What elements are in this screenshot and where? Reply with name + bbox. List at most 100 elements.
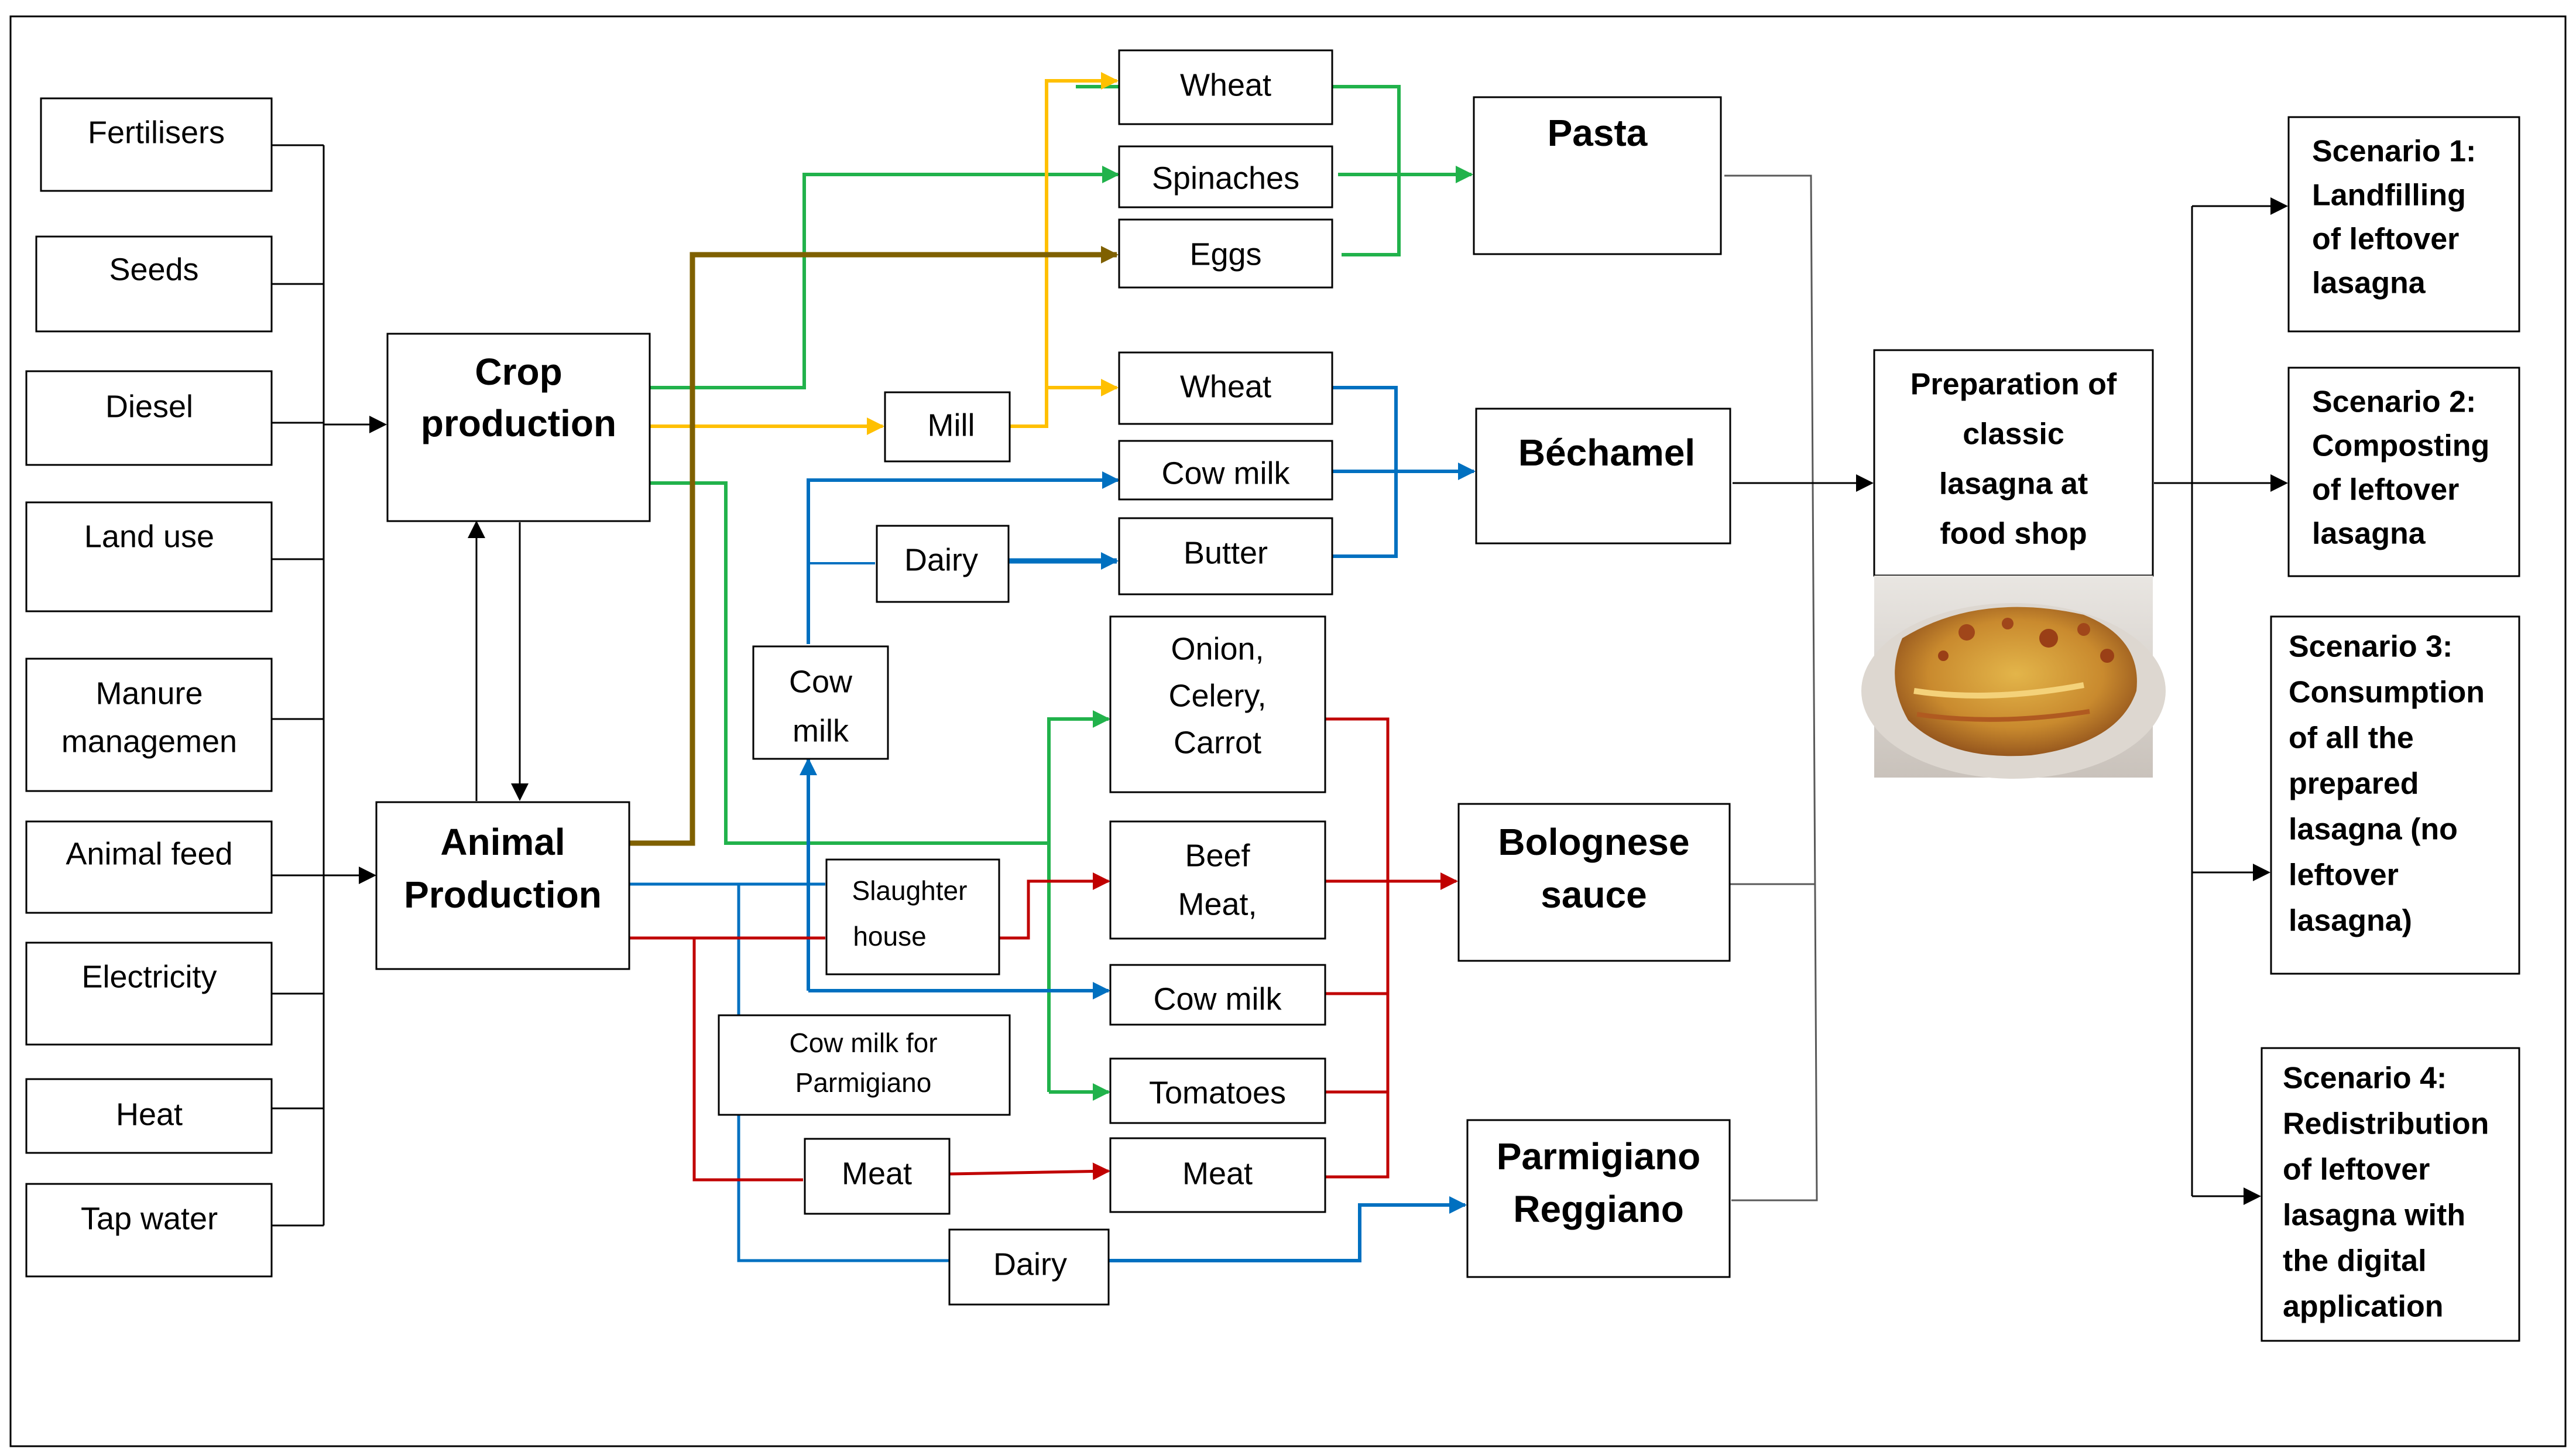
label-pasta: Pasta [1548,112,1648,154]
label-parmigiano-1: Parmigiano [1497,1135,1701,1177]
label-animal-2: Production [404,874,602,916]
label-cow-milk-sauce: Cow milk [1153,981,1282,1016]
box-scenario-2: Scenario 2: Composting of leftover lasag… [2287,367,2520,577]
label-prep-2: classic [1963,417,2064,451]
label-tomatoes: Tomatoes [1149,1075,1286,1110]
label-s3-1: Consumption [2289,676,2485,710]
box-meat-left: Meat [804,1138,951,1215]
box-fertilisers: Fertilisers [40,97,273,192]
outer-frame [9,15,2567,1447]
label-fertilisers: Fertilisers [88,115,225,150]
box-seeds: Seeds [35,235,273,333]
box-land-use: Land use [25,501,273,612]
label-slaughter-1: Slaughter [852,875,968,906]
lasagna-photo [1861,576,2166,779]
box-manure: Manure managemen [25,658,273,792]
label-crop-2: production [421,402,616,444]
label-bolognese-1: Bolognese [1498,821,1689,863]
label-beef-1: Beef [1185,838,1250,873]
label-s2-3: lasagna [2312,517,2426,551]
label-s3-4: lasagna (no [2289,813,2458,847]
label-s1-1: Landfilling [2312,179,2466,213]
box-tomatoes: Tomatoes [1109,1057,1326,1124]
box-bolognese: Bolognese sauce [1457,803,1731,962]
grey-components-bracket [1724,174,1818,1201]
blue-cowmilk-up [807,471,1120,644]
label-spinaches: Spinaches [1152,160,1299,196]
label-s3-2: of all the [2289,721,2414,755]
label-meat-right: Meat [1182,1156,1253,1191]
label-animal-1: Animal [440,821,565,863]
label-s3-0: Scenario 3: [2289,630,2452,664]
input-boxes: Fertilisers Seeds Diesel Land use Manure… [25,97,273,1278]
label-s2-2: of leftover [2312,473,2459,507]
box-meat-right: Meat [1109,1137,1326,1213]
label-diesel: Diesel [105,389,193,424]
label-prep-3: lasagna at [1939,467,2088,501]
label-s4-1: Redistribution [2283,1107,2489,1141]
label-dairy-bottom: Dairy [993,1247,1067,1282]
green-crop-spinaches [650,166,1120,389]
red-sauce-bracket [1325,717,1390,1179]
box-onion-celery-carrot: Onion, Celery, Carrot [1109,615,1326,793]
label-s3-3: prepared [2289,767,2419,801]
label-cow-milk-2: milk [793,713,849,748]
label-s2-1: Composting [2312,429,2489,463]
box-tap-water: Tap water [25,1183,273,1278]
box-mill: Mill [884,391,1011,463]
label-prep-1: Preparation of [1910,368,2117,402]
box-preparation: Preparation of classic lasagna at food s… [1873,349,2154,577]
green-crop-vegetables [650,481,1049,845]
box-electricity: Electricity [25,942,273,1046]
label-land-use: Land use [84,519,214,554]
red-meat-meat [949,1162,1110,1180]
blue-dairy-parmigiano [1109,1196,1467,1262]
label-heat: Heat [116,1097,183,1132]
label-electricity: Electricity [81,959,217,994]
label-slaughter-2: house [853,921,926,951]
box-wheat-bechamel: Wheat [1118,351,1333,425]
box-heat: Heat [25,1078,273,1154]
box-scenario-3: Scenario 3: Consumption of all the prepa… [2270,615,2520,975]
label-cow-milk-parm-1: Cow milk for [789,1028,937,1058]
label-butter: Butter [1184,535,1268,570]
label-wheat-pasta: Wheat [1180,67,1271,102]
box-pasta: Pasta [1473,96,1722,255]
label-s1-3: lasagna [2312,266,2426,300]
box-cow-milk-sauce: Cow milk [1109,964,1326,1026]
box-eggs: Eggs [1118,218,1333,289]
box-beef-meat: Beef Meat, [1109,820,1326,940]
label-animal-feed: Animal feed [66,836,232,871]
label-mill: Mill [928,408,975,443]
label-s4-2: of leftover [2283,1153,2430,1187]
box-wheat-pasta: Wheat [1118,49,1333,125]
box-bechamel: Béchamel [1475,408,1731,545]
label-bolognese-2: sauce [1541,874,1647,916]
box-slaughter-house: Slaughter house [825,858,1000,975]
label-s4-0: Scenario 4: [2283,1062,2447,1095]
label-onion: Onion, [1171,631,1264,666]
label-crop-1: Crop [475,351,562,393]
label-s3-5: leftover [2289,858,2399,892]
green-to-onion [1047,710,1110,1092]
label-eggs: Eggs [1189,237,1261,272]
label-manure-2: managemen [61,724,237,759]
label-seeds: Seeds [109,252,198,287]
box-cow-milk-parmigiano: Cow milk for Parmigiano [718,1014,1011,1116]
label-s4-3: lasagna with [2283,1199,2465,1233]
box-dairy-top: Dairy [876,525,1010,603]
label-wheat-bechamel: Wheat [1180,369,1271,404]
label-s4-5: application [2283,1290,2443,1324]
box-spinaches: Spinaches [1118,145,1333,208]
box-cow-milk: Cow milk [752,645,889,760]
label-s3-6: lasagna) [2289,904,2412,938]
red-slaughter-beef [999,872,1110,940]
label-dairy-top: Dairy [904,542,978,577]
box-diesel: Diesel [25,370,273,466]
brown-animal-eggs [626,246,1119,846]
label-celery: Celery, [1168,678,1266,713]
box-parmigiano: Parmigiano Reggiano [1466,1119,1731,1278]
label-manure-1: Manure [95,676,203,711]
red-animal-meat [629,936,803,1182]
